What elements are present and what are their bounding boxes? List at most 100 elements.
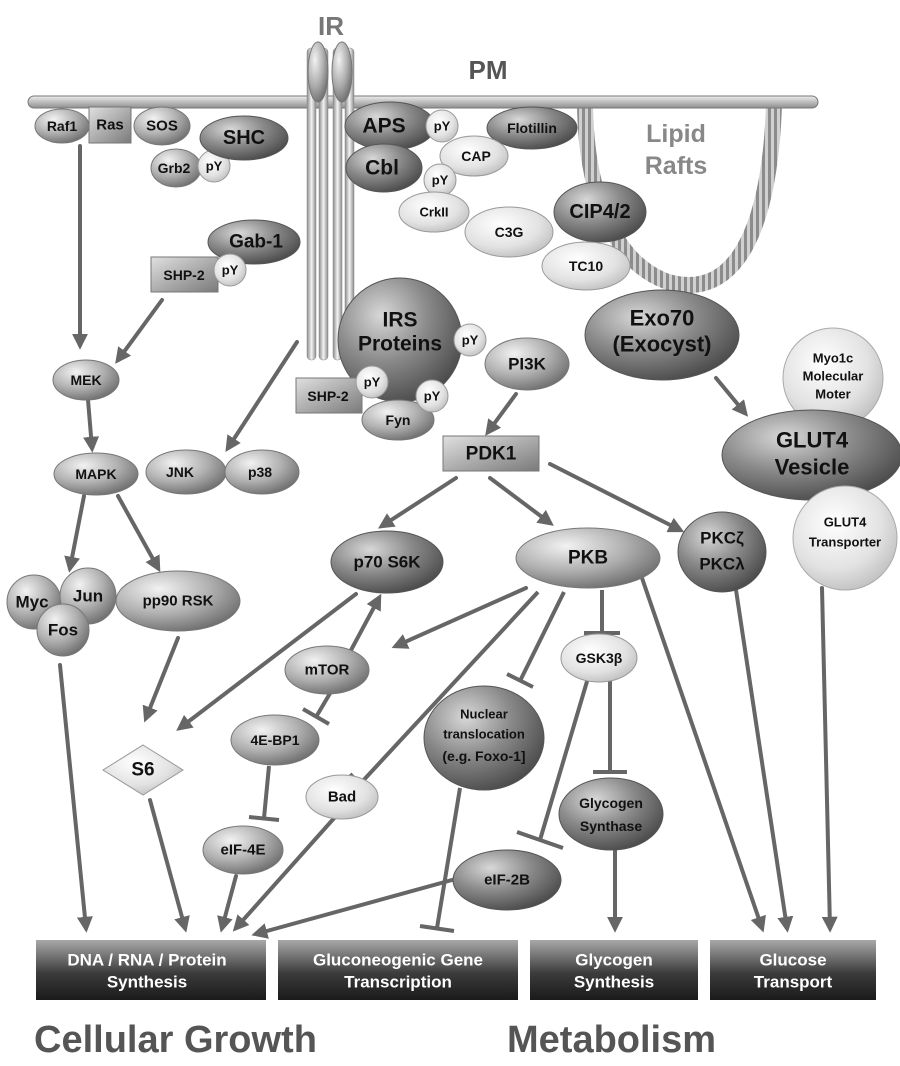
irs-label-2: Proteins xyxy=(358,333,442,356)
outcome-glucose-transport: Glucose Transport xyxy=(710,940,876,1000)
node-gsk3b: GSK3β xyxy=(560,633,638,683)
node-fos: Fos xyxy=(36,603,90,657)
node-myo1c: Myo1c Molecular Moter xyxy=(782,327,884,429)
node-py-cbl: pY xyxy=(423,163,457,197)
glut4-transporter-label-2: Transporter xyxy=(809,535,881,550)
outcome-glycogen-label-2: Synthesis xyxy=(574,973,654,992)
aps-label: APS xyxy=(362,115,405,138)
pkcl-label: PKCλ xyxy=(699,555,745,574)
py-cbl-label: pY xyxy=(432,173,449,188)
node-pkc: PKCζ PKCλ xyxy=(677,511,767,593)
node-exo70: Exo70 (Exocyst) xyxy=(584,289,740,381)
myo1c-label-2: Molecular xyxy=(803,369,864,384)
node-eif4e: eIF-4E xyxy=(202,825,284,875)
nuclear-label-2: translocation xyxy=(443,727,525,742)
jun-label: Jun xyxy=(73,587,103,606)
node-shp2-b: SHP-2 xyxy=(295,377,363,414)
node-glut4-vesicle: GLUT4 Vesicle xyxy=(721,409,900,501)
pdk1-label: PDK1 xyxy=(466,444,517,465)
glut4-vesicle-label-2: Vesicle xyxy=(775,455,850,480)
glut4-vesicle-label-1: GLUT4 xyxy=(776,428,849,453)
py-shp2-label: pY xyxy=(364,375,381,390)
p70s6k-label: p70 S6K xyxy=(353,553,421,572)
myc-label: Myc xyxy=(15,593,48,612)
pp90rsk-label: pp90 RSK xyxy=(143,593,214,610)
node-c3g: C3G xyxy=(464,206,554,258)
node-raf1: Raf1 xyxy=(34,108,90,144)
py-grb2-label: pY xyxy=(206,159,223,174)
eif4e-label: eIF-4E xyxy=(220,842,265,859)
myo1c-label-3: Moter xyxy=(815,387,850,402)
sos-label: SOS xyxy=(146,118,178,135)
node-gab1: Gab-1 xyxy=(207,219,301,265)
outcome-glucose-label-2: Transport xyxy=(754,973,833,992)
node-4ebp1: 4E-BP1 xyxy=(230,714,320,766)
s6-label: S6 xyxy=(131,760,154,781)
pkb-label: PKB xyxy=(568,548,608,569)
jnk-label: JNK xyxy=(166,464,194,480)
irs-label-1: IRS xyxy=(382,309,417,332)
bad-label: Bad xyxy=(328,789,356,806)
lipid-raft xyxy=(577,99,782,293)
e4bp1-label: 4E-BP1 xyxy=(250,732,299,748)
node-pi3k: PI3K xyxy=(484,337,570,391)
node-glut4-transporter: GLUT4 Transporter xyxy=(792,485,898,591)
node-pp90rsk: pp90 RSK xyxy=(115,570,241,632)
node-eif2b: eIF-2B xyxy=(452,849,562,911)
plasma-membrane xyxy=(27,95,819,109)
outcome-dna-rna-protein-synthesis: DNA / RNA / Protein Synthesis xyxy=(36,940,266,1000)
lipid-rafts-label-1: Lipid xyxy=(646,120,706,148)
raf1-label: Raf1 xyxy=(47,118,78,134)
pi3k-label: PI3K xyxy=(508,355,547,374)
node-tc10: TC10 xyxy=(541,241,631,291)
cap-label: CAP xyxy=(461,148,491,164)
outcome-glycogen-synthesis: Glycogen Synthesis xyxy=(530,940,698,1000)
fos-label: Fos xyxy=(48,621,78,640)
exo70-label-2: (Exocyst) xyxy=(612,332,711,357)
shp2-a-label: SHP-2 xyxy=(163,267,204,283)
nuclear-label-3: (e.g. Foxo-1] xyxy=(442,748,525,764)
myo1c-label-1: Myo1c xyxy=(813,351,853,366)
shc-label: SHC xyxy=(223,127,265,149)
connectors xyxy=(58,144,838,939)
node-p38: p38 xyxy=(224,449,300,495)
crkii-label: CrkII xyxy=(420,205,449,220)
outcome-gluconeogenic-gene-transcription: Gluconeogenic Gene Transcription xyxy=(278,940,518,1000)
node-grb2: Grb2 xyxy=(150,148,202,188)
node-pdk1: PDK1 xyxy=(442,435,540,472)
flotillin-label: Flotillin xyxy=(507,120,557,136)
lipid-rafts-label-2: Rafts xyxy=(645,152,708,180)
node-glycogen-synthase: Glycogen Synthase xyxy=(558,777,664,851)
fyn-label: Fyn xyxy=(386,412,411,428)
outcome-gluco-label-2: Transcription xyxy=(344,973,452,992)
node-py-gab1: pY xyxy=(213,253,247,287)
insulin-receptor xyxy=(306,41,355,361)
gab1-label: Gab-1 xyxy=(229,232,283,253)
pkcz-label: PKCζ xyxy=(700,529,744,548)
node-cap: CAP xyxy=(439,135,509,177)
node-py-fyn: pY xyxy=(415,379,449,413)
outcome-gluco-label-1: Gluconeogenic Gene xyxy=(313,951,483,970)
node-py-grb2: pY xyxy=(197,149,231,183)
node-sos: SOS xyxy=(133,106,191,146)
node-p70s6k: p70 S6K xyxy=(330,530,444,594)
exo70-label-1: Exo70 xyxy=(630,306,695,331)
node-nuclear-translocation: Nuclear translocation (e.g. Foxo-1] xyxy=(423,685,545,791)
py-irs-label: pY xyxy=(462,333,479,348)
mtor-label: mTOR xyxy=(305,662,350,679)
node-py-shp2: pY xyxy=(355,365,389,399)
outcome-glucose-label-1: Glucose xyxy=(759,951,826,970)
node-mapk: MAPK xyxy=(53,452,139,496)
c3g-label: C3G xyxy=(495,224,524,240)
node-crkii: CrkII xyxy=(398,191,470,233)
py-fyn-label: pY xyxy=(424,389,441,404)
outcome-dna-label-2: Synthesis xyxy=(107,973,187,992)
pm-label: PM xyxy=(469,55,508,85)
gsk3b-label: GSK3β xyxy=(576,650,623,666)
category-metabolism: Metabolism xyxy=(507,1019,716,1061)
node-bad: Bad xyxy=(305,774,379,820)
glut4-transporter-label-1: GLUT4 xyxy=(824,515,867,530)
node-cip4: CIP4/2 xyxy=(553,181,647,243)
ras-label: Ras xyxy=(96,117,124,134)
